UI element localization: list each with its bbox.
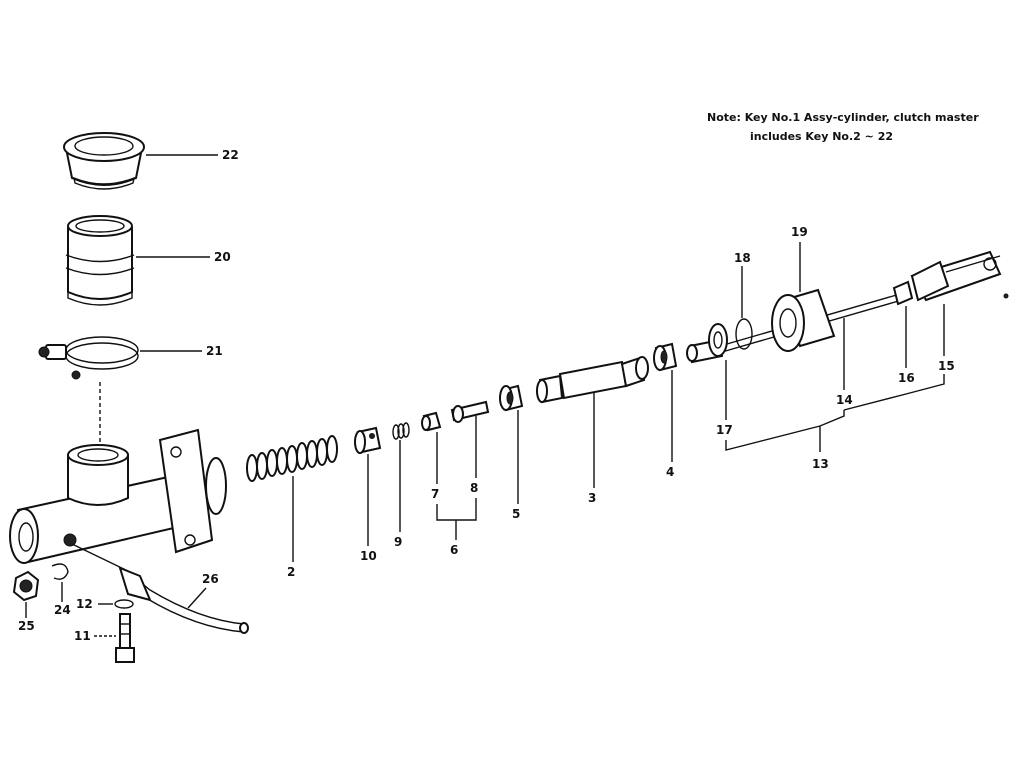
label-18: 18 bbox=[734, 251, 751, 265]
part-4-primary-cup bbox=[653, 342, 678, 372]
label-5: 5 bbox=[512, 507, 520, 521]
part-8-valve-rod bbox=[450, 400, 490, 423]
label-21: 21 bbox=[206, 344, 223, 358]
label-24: 24 bbox=[54, 603, 71, 617]
part-12-gasket bbox=[114, 599, 134, 609]
part-25-bolt bbox=[12, 570, 40, 602]
part-16-lock-nut bbox=[892, 280, 914, 306]
label-16: 16 bbox=[898, 371, 915, 385]
label-3: 3 bbox=[588, 491, 596, 505]
label-10: 10 bbox=[360, 549, 377, 563]
leader-26 bbox=[187, 587, 207, 609]
label-6: 6 bbox=[450, 543, 458, 557]
label-12: 12 bbox=[76, 597, 93, 611]
part-9-valve-spring bbox=[392, 422, 410, 440]
label-14: 14 bbox=[836, 393, 853, 407]
bracket-13-right bbox=[843, 374, 945, 411]
label-25: 25 bbox=[18, 619, 35, 633]
pipe-connection-line bbox=[71, 543, 131, 573]
part-15-clevis bbox=[910, 250, 1009, 302]
part-21-reservoir-band bbox=[38, 336, 139, 380]
label-13: 13 bbox=[812, 457, 829, 471]
label-22: 22 bbox=[222, 148, 239, 162]
part-18-snap-ring bbox=[735, 318, 753, 350]
part-20-reservoir bbox=[65, 215, 135, 306]
part-7-valve-seal bbox=[421, 411, 442, 432]
part-5-piston-cup bbox=[499, 384, 524, 412]
note-line-1: Note: Key No.1 Assy-cylinder, clutch mas… bbox=[707, 111, 979, 124]
part-26-pipe bbox=[118, 566, 249, 634]
part-24-washer bbox=[51, 563, 69, 580]
label-26: 26 bbox=[202, 572, 219, 586]
label-17: 17 bbox=[716, 423, 733, 437]
label-9: 9 bbox=[394, 535, 402, 549]
part-10-spring-seat bbox=[354, 426, 382, 454]
label-20: 20 bbox=[214, 250, 231, 264]
part-3-piston bbox=[536, 356, 649, 404]
bracket-13-left bbox=[725, 410, 845, 451]
label-15: 15 bbox=[938, 359, 955, 373]
part-1-cylinder-body bbox=[9, 428, 227, 564]
part-11-bleeder-screw bbox=[115, 613, 135, 663]
label-2: 2 bbox=[287, 565, 295, 579]
part-22-reservoir-cap bbox=[63, 132, 145, 190]
note-line-2: includes Key No.2 ~ 22 bbox=[750, 130, 893, 143]
label-8: 8 bbox=[470, 481, 478, 495]
label-7: 7 bbox=[431, 487, 439, 501]
label-4: 4 bbox=[666, 465, 674, 479]
label-19: 19 bbox=[791, 225, 808, 239]
bracket-6 bbox=[436, 498, 477, 521]
part-19-dust-cover bbox=[771, 288, 836, 352]
label-11: 11 bbox=[74, 629, 91, 643]
part-17-stopper-ring bbox=[708, 323, 728, 357]
part-2-return-spring bbox=[246, 435, 338, 482]
